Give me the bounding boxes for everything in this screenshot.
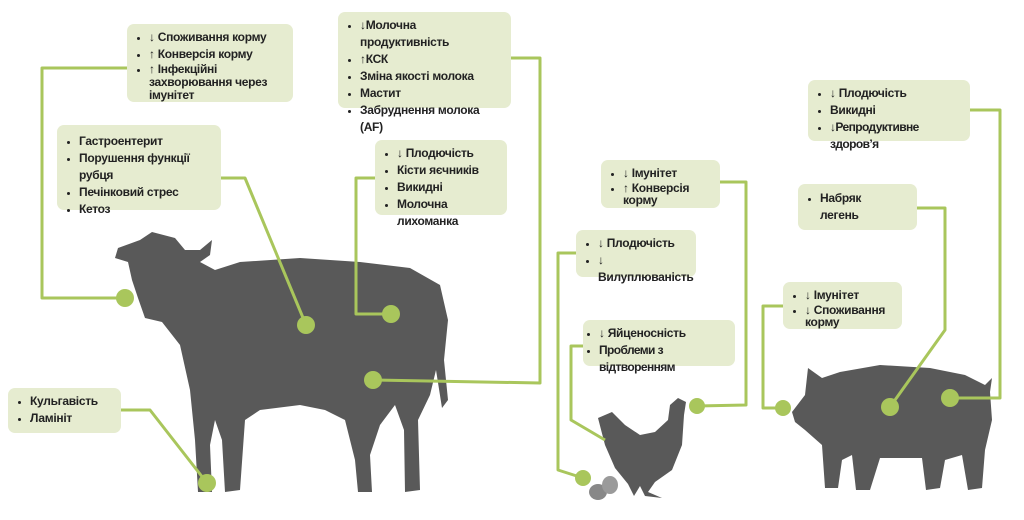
label: Набряк легень	[820, 190, 880, 224]
chicken-immune-box: ↓ Імунітет ↑ Конверсія корму	[601, 160, 720, 208]
label: Молочна лихоманка	[397, 196, 497, 230]
egg-icon	[602, 476, 618, 494]
label: Кетоз	[79, 201, 211, 218]
label: ↓ Споживання корму	[805, 304, 892, 328]
label: ↓Репродуктивне здоров’я	[830, 119, 960, 153]
label: Кульгавість	[30, 393, 111, 410]
label: Проблеми з відтворенням	[599, 342, 725, 376]
label: ↓ Плодючість	[830, 85, 960, 102]
label: ↓ Яйценосність	[599, 325, 725, 342]
chicken-egg-box: ↓ Яйценосність Проблеми з відтворенням	[583, 320, 735, 374]
label: Зміна якості молока	[360, 68, 501, 85]
chicken-silhouette	[598, 398, 686, 498]
label: ↓ Плодючість	[598, 235, 686, 252]
cow-hoof-box: Кульгавість Ламініт	[8, 388, 121, 433]
label: Забруднення молока (AF)	[360, 102, 501, 136]
label: Мастит	[360, 85, 501, 102]
label: ↓ Імунітет	[623, 165, 710, 182]
label: Порушення функції рубця	[79, 150, 211, 184]
label: ↓ Плодючість	[397, 145, 497, 162]
label: Печінковий стрес	[79, 184, 211, 201]
pig-lung-box: Набряк легень	[798, 184, 917, 230]
cow-silhouette	[115, 232, 448, 492]
label: Кісти яєчників	[397, 162, 497, 179]
label: ↓Молочна продуктивність	[360, 17, 501, 51]
cow-feed-box: ↓ Споживання корму ↑ Конверсія корму ↑ І…	[127, 24, 293, 102]
label: Ламініт	[30, 410, 111, 427]
label: Викидні	[397, 179, 497, 196]
label: ↓ Імунітет	[805, 287, 892, 304]
connector-lines	[40, 56, 1002, 484]
pig-silhouette	[792, 365, 992, 490]
label: ↓ Споживання корму	[149, 29, 283, 46]
connector-dots	[116, 289, 959, 492]
label: ↑КСК	[360, 51, 501, 68]
label: ↑ Конверсія корму	[149, 46, 283, 63]
pig-immune-box: ↓ Імунітет ↓ Споживання корму	[783, 282, 902, 329]
cow-milk-box: ↓Молочна продуктивність ↑КСК Зміна якост…	[338, 12, 511, 134]
label: ↓ Вилуплюваність	[598, 252, 694, 286]
pig-repro-box: ↓ Плодючість Викидні ↓Репродуктивне здор…	[808, 80, 970, 151]
cow-digestive-box: Гастроентерит Порушення функції рубця Пе…	[57, 125, 221, 216]
cow-repro-box: ↓ Плодючість Кісти яєчників Викидні Моло…	[375, 140, 507, 228]
label: Гастроентерит	[79, 133, 211, 150]
label: ↑ Інфекційні захворювання через імунітет	[149, 63, 283, 102]
label: ↑ Конверсія корму	[623, 182, 710, 206]
label: Викидні	[830, 102, 960, 119]
chicken-fertility-box: ↓ Плодючість ↓ Вилуплюваність	[576, 230, 696, 284]
